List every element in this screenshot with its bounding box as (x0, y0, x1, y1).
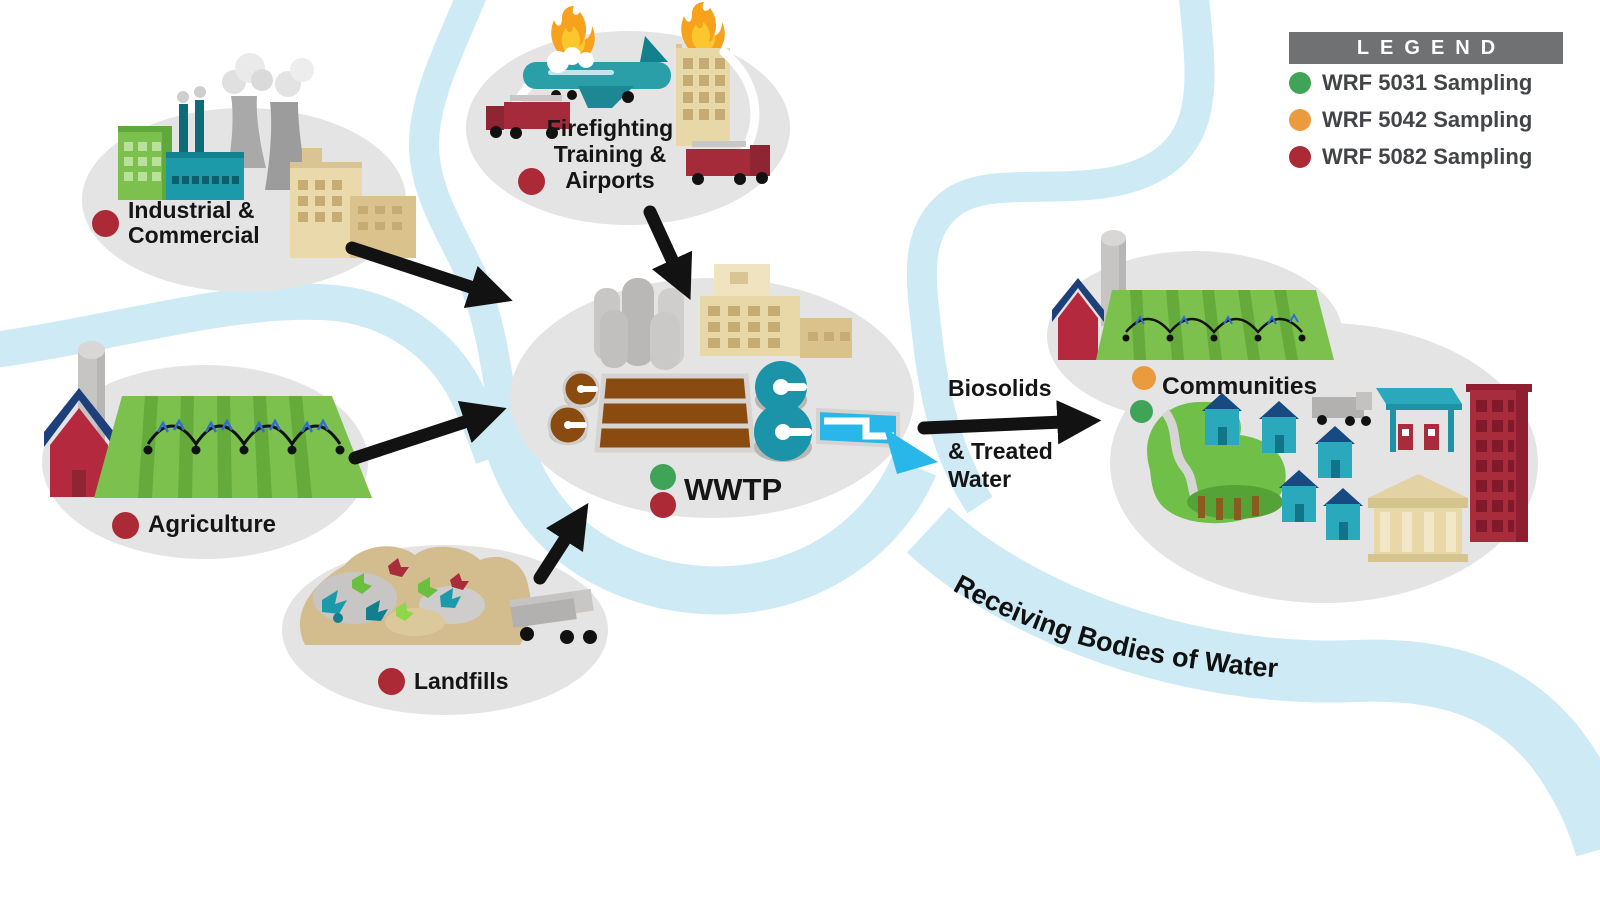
wrf5031-legend-label: WRF 5031 Sampling (1322, 69, 1533, 95)
wwtp-wrf5082-dot (650, 492, 676, 518)
river-under-wwtp (474, 395, 937, 615)
agriculture-label-text: Agriculture (148, 511, 277, 539)
legend-item-wrf5031: WRF 5031 Sampling (1289, 64, 1563, 101)
landfills-icon (299, 546, 597, 645)
agriculture-label: Agriculture (112, 511, 277, 539)
wrf5031-legend-dot (1289, 71, 1311, 94)
communities-label: Communities (1162, 373, 1318, 400)
agriculture-icon (44, 341, 372, 498)
firefighting-label: Firefighting Training & Airports (546, 115, 674, 193)
legend: LEGEND WRF 5031 Sampling WRF 5042 Sampli… (1289, 32, 1563, 175)
landfills-label-text: Landfills (414, 667, 509, 694)
apartment-building (1466, 384, 1532, 542)
firefighting-icon (486, 2, 770, 185)
houses (1202, 393, 1363, 540)
river-receiving (906, 506, 1600, 857)
arrow-agriculture-to-wwtp (348, 400, 507, 465)
wrf5082-legend-label: WRF 5082 Sampling (1322, 143, 1533, 169)
industrial-wrf5082-dot (92, 209, 119, 237)
communities-wrf5042-dot (1132, 366, 1156, 390)
arrow-landfills-to-wwtp (533, 503, 589, 585)
civic-building (1368, 474, 1468, 562)
agriculture-wrf5082-dot (112, 512, 139, 539)
gas-station (1376, 388, 1462, 452)
legend-title: LEGEND (1289, 32, 1563, 64)
legend-item-wrf5042: WRF 5042 Sampling (1289, 101, 1563, 138)
river-top-left (408, 0, 523, 442)
communities-icon (1052, 230, 1532, 562)
communities-wrf5031-dot (1130, 400, 1153, 423)
river-right (906, 0, 1215, 514)
legend-item-wrf5082: WRF 5082 Sampling (1289, 138, 1563, 175)
wrf5082-legend-dot (1289, 145, 1311, 168)
arrow-wwtp-to-communities (917, 400, 1102, 445)
wrf5042-legend-label: WRF 5042 Sampling (1322, 106, 1533, 132)
flow-arrows (345, 205, 1102, 585)
wwtp-label: WWTP (684, 472, 783, 507)
industrial-icon (118, 53, 416, 258)
wrf5042-legend-dot (1289, 108, 1311, 131)
industrial-label-text: Industrial & Commercial (128, 197, 260, 249)
industrial-label: Industrial & Commercial (92, 197, 260, 249)
biosolids-label: Biosolids (948, 375, 1052, 401)
wwtp-wrf5031-dot (650, 464, 676, 490)
wwtp-icon (547, 264, 938, 474)
landfills-wrf5082-dot (378, 668, 405, 695)
arrow-industrial-to-wwtp (345, 241, 513, 309)
firefighting-wrf5082-dot (518, 168, 545, 195)
landfills-label: Landfills (378, 668, 509, 695)
treated-water-label: & Treated Water (948, 438, 1053, 492)
arrow-firefighting-to-wwtp (643, 205, 693, 301)
